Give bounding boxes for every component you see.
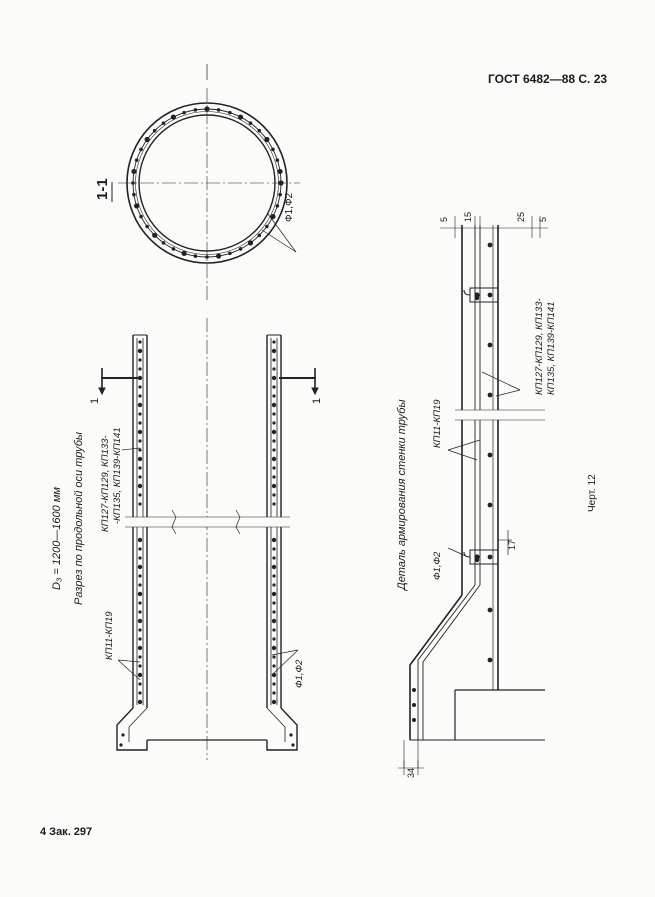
longitudinal-title: Разрез по продольной оси трубы	[73, 432, 85, 605]
long-label-kp-lower: КП11-КП19	[104, 611, 115, 660]
detail-label-kp-upper-1: КП127-КП129, КП133-	[534, 298, 545, 395]
section-1-1	[118, 64, 300, 300]
section-bar-label: Ф1,Ф2	[284, 192, 295, 222]
detail-label-kp-lower: КП11-КП19	[432, 399, 443, 448]
detail-rebar-dots	[412, 242, 493, 722]
detail-label-kp-upper-2: КП135, КП139-КП141	[546, 302, 557, 395]
figure-caption: Черт. 12	[587, 474, 598, 512]
cut-mark-right: 1	[311, 398, 323, 404]
detail-label-f: Ф1,Ф2	[432, 551, 443, 580]
section-label: 1-1	[94, 178, 111, 200]
long-label-kp-upper-2: -КП135, КП139-КП141	[112, 427, 123, 524]
dim-5-right: 5	[538, 217, 548, 222]
dim-34: 34	[406, 768, 416, 778]
dim-17: 17	[507, 540, 517, 550]
ring-rebar-dots	[131, 106, 284, 259]
wall-rebar-dots	[137, 340, 277, 705]
page-header: ГОСТ 6482—88 С. 23	[488, 72, 608, 86]
detail-title: Деталь армирования стенки трубы	[396, 399, 408, 592]
long-label-f: Ф1,Ф2	[294, 659, 305, 688]
detail-drawing	[398, 216, 548, 775]
diameter-label: D₃ = 1200—1600 мм	[51, 487, 63, 590]
dim-5-left: 5	[439, 217, 449, 222]
dim-15: 15	[463, 212, 473, 222]
dim-25: 25	[516, 212, 526, 222]
longitudinal-section	[98, 318, 319, 760]
cut-mark-left: 1	[89, 398, 101, 404]
page-footer: 4 Зак. 297	[40, 826, 93, 838]
long-label-kp-upper-1: КП127-КП129, КП133-	[100, 435, 111, 532]
